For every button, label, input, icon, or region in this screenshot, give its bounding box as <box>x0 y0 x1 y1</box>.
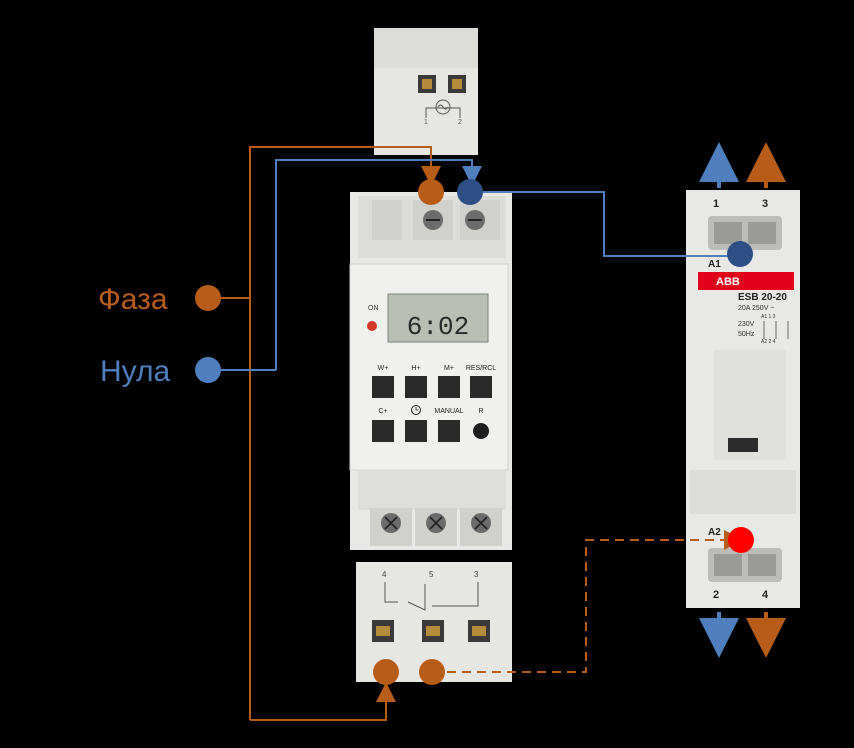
timer-button-manual[interactable] <box>438 420 460 442</box>
neutral-label: Нула <box>100 355 171 388</box>
clock-icon <box>411 405 421 415</box>
phase-label: Фаза <box>98 283 168 316</box>
timer-button-c[interactable] <box>372 420 394 442</box>
contactor-voltage: 230V <box>738 321 755 328</box>
relay-contact-symbol <box>384 582 479 611</box>
neutral-wire-to-coil <box>470 191 738 257</box>
coil-a2-dot <box>728 527 754 553</box>
timer-on-led <box>367 321 377 331</box>
contactor-a1: A1 <box>708 259 721 270</box>
timer-btn-label-res: RES/RCL <box>466 365 496 372</box>
relay-common-dot <box>373 659 399 685</box>
timer-button-w[interactable] <box>372 376 394 398</box>
contactor-model: ESB 20-20 <box>738 292 787 303</box>
power-terminal-block: 1 2 <box>374 28 478 155</box>
phase-legend-dot <box>195 285 221 311</box>
power-pin-1: 1 <box>424 119 428 126</box>
timer-manual-label: MANUAL <box>434 408 463 415</box>
contactor-terminal-1: 1 <box>713 198 719 210</box>
timer-btn-label-w: W+ <box>378 365 389 372</box>
timer-btn-label-m: M+ <box>444 365 454 372</box>
timer-switch: ON 6:02 W+ H+ M+ RES/RCL C+ MANUAL R <box>349 192 512 550</box>
contactor-diagram-bottom: A2 2 4 <box>761 339 776 345</box>
contactor-terminal-3: 3 <box>762 198 768 210</box>
timer-btn-label-c: C+ <box>378 408 387 415</box>
contactor-a2: A2 <box>708 527 721 538</box>
relay-pin-3: 3 <box>474 570 479 579</box>
timer-button-res[interactable] <box>470 376 492 398</box>
neutral-wire-to-timer <box>275 159 482 370</box>
switched-wire-to-coil <box>432 530 744 673</box>
contactor-diagram-top: A1 1 3 <box>761 314 776 320</box>
power-pin-2: 2 <box>458 119 462 126</box>
relay-output-dot <box>419 659 445 685</box>
ac-source-icon <box>435 99 451 115</box>
coil-a1-dot <box>727 241 753 267</box>
phase-wire-to-relay <box>250 682 396 721</box>
timer-button-reset[interactable] <box>473 423 489 439</box>
phase-wire-to-timer <box>249 146 441 720</box>
contactor-freq: 50Hz <box>738 331 755 338</box>
relay-pin-5: 5 <box>429 570 434 579</box>
timer-btn-label-h: H+ <box>411 365 420 372</box>
contactor-terminal-2: 2 <box>713 589 719 601</box>
timer-button-h[interactable] <box>405 376 427 398</box>
timer-phase-dot <box>418 179 444 205</box>
contactor-rating: 20A 250V ~ <box>738 305 774 312</box>
timer-neutral-dot <box>457 179 483 205</box>
timer-button-m[interactable] <box>438 376 460 398</box>
timer-button-clock[interactable] <box>405 420 427 442</box>
neutral-legend-dot <box>195 357 221 383</box>
contactor-terminal-4: 4 <box>762 589 769 601</box>
contactor-status-window <box>728 438 758 452</box>
abb-brand-stripe <box>698 272 794 290</box>
timer-reset-label: R <box>478 408 483 415</box>
timer-on-label: ON <box>368 305 379 312</box>
relay-pin-4: 4 <box>382 570 387 579</box>
abb-logo: ABB <box>716 276 740 288</box>
timer-lcd <box>387 293 489 343</box>
timer-display: 6:02 <box>407 312 469 342</box>
